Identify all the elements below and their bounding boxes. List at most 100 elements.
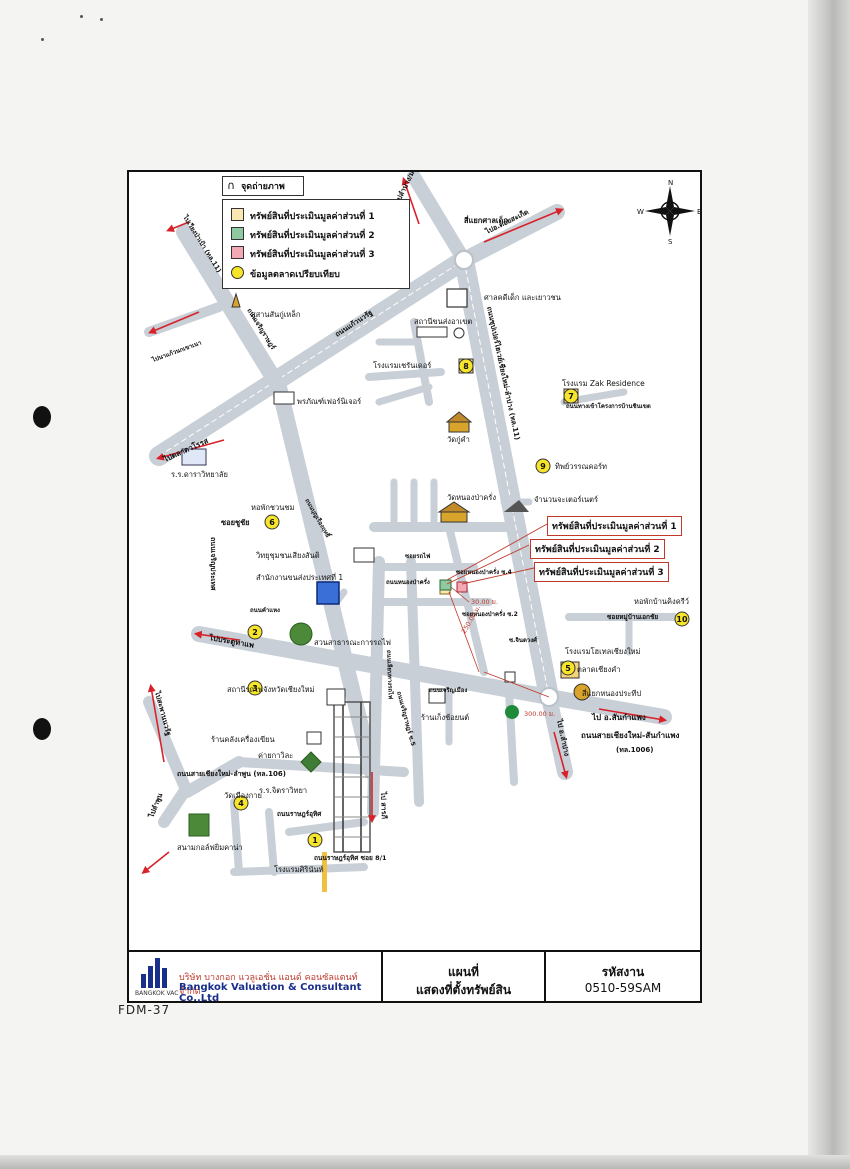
punch-hole [33,718,51,740]
place-label: สถานีรถไฟจังหวัดเชียงใหม่ [227,685,315,694]
road-label: ไป อ.สันกำแพง [591,712,646,722]
place-label: ร.ร.จิตราวิทยา [259,786,307,795]
place-label: ร้านเก็งช้อยนต์ [421,712,469,722]
road-label: ถนนสายเชียงใหม่-สันกำแพง [581,730,679,740]
road-lampang-north [407,172,471,267]
marker-6-label: 6 [269,518,275,527]
place-label: พรภัณฑ์เฟอร์นิเจอร์ [297,397,361,406]
scan-edge [808,0,850,1169]
legend-label: ข้อมูลตลาดเปรียบเทียบ [250,270,340,280]
place-label: โรงแรมเชรันเดอร์ [373,361,431,370]
road-doi-saket [456,204,565,268]
road-label: ซอยหมู่บ้านเอกชัย [607,612,658,622]
legend-item: ข้อมูลตลาดเปรียบเทียบ [231,266,340,281]
location-map: 1 2 3 4 5 6 7 8 9 10 ไปลำปาง/ม.ปาง ไปเวี… [141,172,690,892]
place-labels: ศาลคดีเด็ก และเยาวชน สถานีขนส่งอาเขต โรง… [171,292,689,874]
scan-speck [41,38,44,41]
scan-bottom-edge [0,1155,850,1169]
form-code: FDM-37 [118,1003,171,1017]
marker-10 [674,611,690,627]
road-label: ถนนราษฎร์อุทิศ [277,810,322,818]
company-name-th: บริษัท บางกอก แวลูเอชั่น แอนด์ คอนซัลแตน… [179,973,358,997]
logo-text: BANGKOK VAC [135,990,179,997]
place-label: สนามกอล์ฟยิมคาน่า [177,843,243,852]
camera-point-icon: ∩ [227,179,236,192]
road-label: ถนนสายเชียงใหม่-ลำพูน (ทล.106) [177,769,286,779]
marker-1-label: 1 [312,836,318,845]
place-label: สวนสาธารณะการรถไฟ [314,638,391,647]
marker-1 [307,832,323,848]
parcel-3 [456,581,468,593]
marker-5 [560,660,576,676]
marker-3-label: 3 [252,684,258,693]
place-label: ศาลคดีเด็ก และเยาวชน [484,292,561,302]
place-label: ทิพย์วรรณคอร์ท [555,462,607,471]
road-label: ถนนเจริญประเทศ [209,537,217,591]
place-label: วัดเมืองกาย [224,791,262,800]
callout-parcel-2: ทรัพย์สินที่ประเมินมูลค่าส่วนที่ 2 [530,539,665,559]
road-label: ถนนเลียบทางรถไฟ [385,650,395,700]
scan-speck [80,15,83,18]
parcel-2 [439,579,452,591]
photo-point-legend: ∩ จุดถ่ายภาพ [222,176,304,196]
place-label: สำนักงานขนส่งประเทศที่ 1 [256,572,343,582]
road-label: ไปนาแก้วนกเขาเนา [150,339,202,365]
compass-rose: N S W E [637,178,703,246]
legend-item: ทรัพย์สินที่ประเมินมูลค่าส่วนที่ 1 [231,208,375,223]
place-label: ค่ายกาวิละ [258,751,293,760]
place-label: วัดหนองป่าครั่ง [447,492,496,502]
road-charoen-rat [176,224,287,395]
railway-tracks [333,701,371,853]
compass-s: S [668,238,673,244]
place-label: โรงแรม Zak Residence [562,379,645,388]
place-label: ร้านคลังเครื่องเขียน [211,734,275,744]
marker-6 [264,514,280,530]
legend-item: ทรัพย์สินที่ประเมินมูลค่าส่วนที่ 3 [231,246,375,261]
marker-7 [563,388,579,404]
place-label: วัดกู่คำ [447,435,470,444]
legend-label: ทรัพย์สินที่ประเมินมูลค่าส่วนที่ 1 [250,212,375,222]
marker-8 [458,358,474,374]
legend-label: ทรัพย์สินที่ประเมินมูลค่าส่วนที่ 3 [250,250,375,260]
distance-lines [448,586,550,698]
compass-e: E [697,208,701,216]
compass-n: N [668,179,673,187]
place-label: หอพักชวนชม [251,503,294,512]
roundabout-north [454,250,474,270]
railway-yellow-strip [322,852,327,892]
legend-box: ทรัพย์สินที่ประเมินมูลค่าส่วนที่ 1 ทรัพย… [222,199,410,289]
place-label: สุสานสันกู่เหล็ก [251,309,300,319]
marker-9 [535,458,551,474]
job-code-value: 0510-59SAM [584,981,662,995]
compass-icon: N S W E [637,179,701,246]
road-label: ถนนราษฎร์อุทิศ ซอย 8/1 [314,854,387,862]
road-network [143,172,678,876]
road-label: (ทล.1006) [616,746,653,754]
marker-7-label: 7 [568,392,574,401]
swatch-market-data [231,266,244,279]
scan-speck [100,18,103,21]
road-label: ซ.จินตวงศ์ [509,636,537,644]
map-title-cell: แผนที่ แสดงที่ตั้งทรัพย์สิน [383,950,546,1003]
marker-4 [233,795,249,811]
place-label: ตลาดเชียงคำ [577,665,621,674]
distance-label: 300.00 ม. [524,710,555,718]
company-name-en: Bangkok Valuation & Consultant Co.,Ltd [179,982,362,1004]
marker-2-label: 2 [252,628,258,637]
road-label: ถนนหนองป่าครั่ง [386,577,430,586]
place-label: สี่แยกหนองประทีป [582,688,642,698]
place-label: จำนวนจะเตอร์เนตร์ [534,495,598,504]
legend-title: จุดถ่ายภาพ [241,182,285,192]
legend-label: ทรัพย์สินที่ประเมินมูลค่าส่วนที่ 2 [250,231,375,241]
marker-3 [247,680,263,696]
road-label: ซอยหนองป่าครั่ง ซ.4 [456,567,512,576]
road-lamphun [158,786,190,828]
road-label: สี่แยกศาลเด็ก [464,214,509,225]
place-label: โรงแรมศิรินันท์ [274,865,324,874]
marker-5-label: 5 [565,664,571,673]
road-label: ไป สารภี [379,791,389,820]
job-code-label: รหัสงาน [601,965,645,979]
marker-10-label: 10 [676,615,688,624]
job-code-cell: รหัสงาน 0510-59SAM [546,950,700,1003]
distance-label: 30.00 ม. [471,598,498,606]
